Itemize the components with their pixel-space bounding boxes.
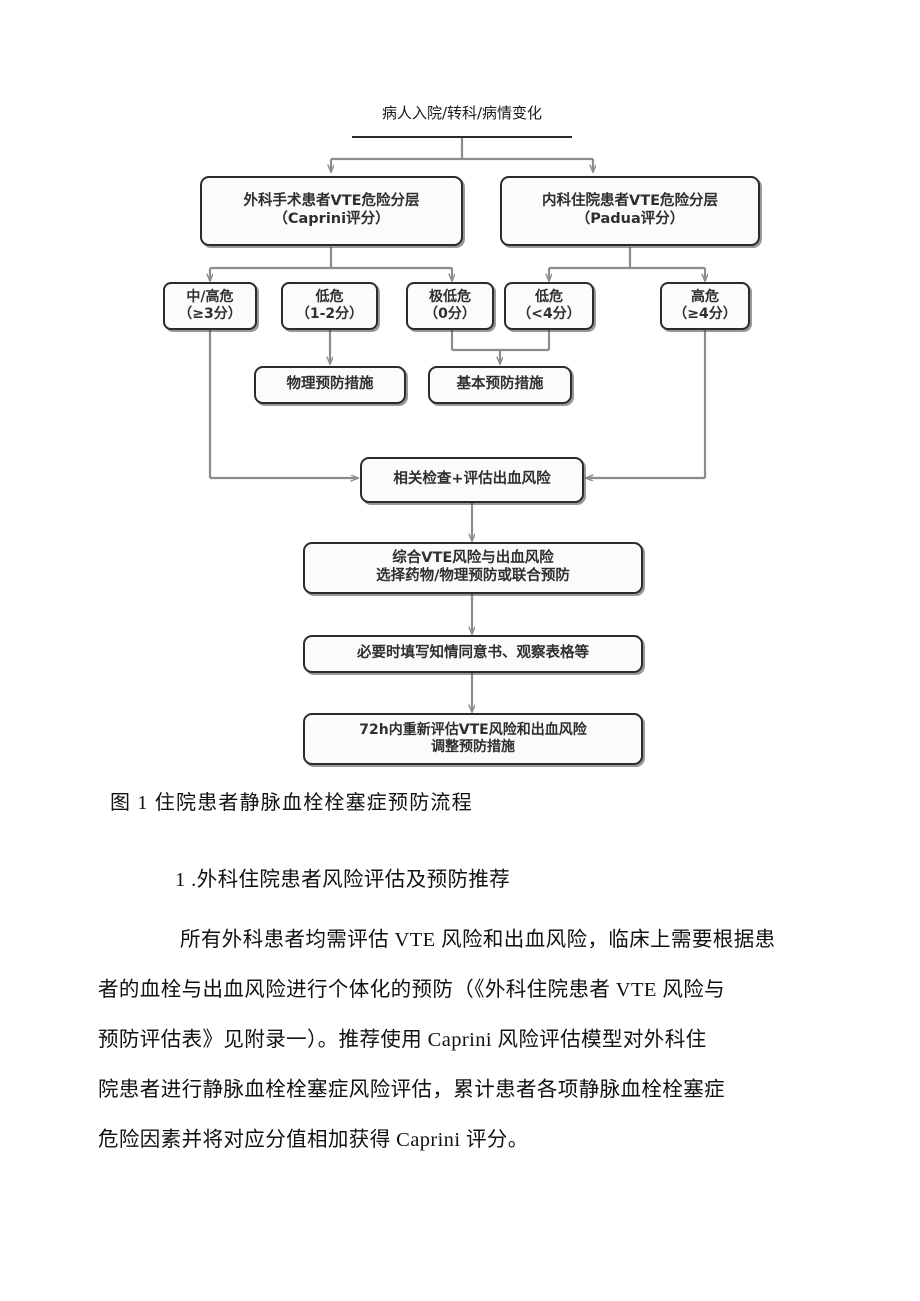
flow-node-basic-prophylaxis[interactable]: 基本预防措施	[428, 366, 572, 404]
flow-node-reassessment[interactable]: 72h内重新评估VTE风险和出血风险 调整预防措施	[303, 713, 643, 765]
flow-node-basic-prophylaxis-label: 基本预防措施	[456, 376, 544, 393]
flow-node-start-label: 病人入院/转科/病情变化	[381, 104, 543, 122]
flow-node-medical-stratification[interactable]: 内科住院患者VTE危险分层 （Padua评分）	[500, 176, 760, 246]
flowchart-connectors	[0, 137, 920, 790]
flow-node-risk-moderate-high[interactable]: 中/高危 （≥3分）	[163, 282, 257, 330]
flowchart: 病人入院/转科/病情变化 外科手术患者VTE危险分层 （Caprini评分） 内…	[0, 104, 920, 790]
flow-node-risk-very-low[interactable]: 极低危 （0分）	[406, 282, 494, 330]
flow-node-surgical-stratification[interactable]: 外科手术患者VTE危险分层 （Caprini评分）	[200, 176, 463, 246]
flow-node-risk-high[interactable]: 高危 （≥4分）	[660, 282, 750, 330]
flow-node-consent-forms[interactable]: 必要时填写知情同意书、观察表格等	[303, 635, 643, 673]
flow-node-mechanical-prophylaxis[interactable]: 物理预防措施	[254, 366, 406, 404]
flow-node-risk-moderate-high-label: 中/高危 （≥3分）	[178, 288, 242, 322]
flow-node-risk-low-padua-label: 低危 （<4分）	[517, 288, 581, 322]
flow-node-surgical-stratification-label: 外科手术患者VTE危险分层 （Caprini评分）	[243, 193, 420, 227]
flow-node-start[interactable]: 病人入院/转科/病情变化	[352, 104, 572, 138]
section-heading: 1 .外科住院患者风险评估及预防推荐	[175, 869, 511, 891]
figure-caption: 图 1 住院患者静脉血栓栓塞症预防流程	[110, 792, 473, 814]
flow-node-medical-stratification-label: 内科住院患者VTE危险分层 （Padua评分）	[541, 193, 719, 227]
paragraph-line-2: 者的血栓与出血风险进行个体化的预防（《外科住院患者 VTE 风险与	[98, 979, 726, 1001]
flow-node-risk-high-label: 高危 （≥4分）	[673, 288, 737, 322]
flow-node-risk-low-padua[interactable]: 低危 （<4分）	[504, 282, 594, 330]
flow-node-risk-very-low-label: 极低危 （0分）	[424, 288, 476, 322]
flow-node-bleeding-assessment-label: 相关检查+评估出血风险	[393, 471, 551, 488]
flow-node-combined-decision[interactable]: 综合VTE风险与出血风险 选择药物/物理预防或联合预防	[303, 542, 643, 594]
flow-node-consent-forms-label: 必要时填写知情同意书、观察表格等	[357, 645, 589, 662]
flow-node-combined-decision-label: 综合VTE风险与出血风险 选择药物/物理预防或联合预防	[376, 550, 570, 584]
flow-node-reassessment-label: 72h内重新评估VTE风险和出血风险 调整预防措施	[359, 721, 587, 755]
paragraph-line-4: 院患者进行静脉血栓栓塞症风险评估，累计患者各项静脉血栓栓塞症	[98, 1079, 725, 1101]
paragraph-line-3: 预防评估表》见附录一）。推荐使用 Caprini 风险评估模型对外科住	[98, 1029, 707, 1051]
paragraph-line-5: 危险因素并将对应分值相加获得 Caprini 评分。	[98, 1129, 529, 1151]
paragraph-line-1: 所有外科患者均需评估 VTE 风险和出血风险，临床上需要根据患	[180, 929, 776, 951]
flow-node-bleeding-assessment[interactable]: 相关检查+评估出血风险	[360, 457, 584, 503]
flow-node-mechanical-prophylaxis-label: 物理预防措施	[286, 376, 374, 393]
flow-node-risk-low-caprini-label: 低危 （1-2分）	[295, 288, 364, 322]
flow-node-risk-low-caprini[interactable]: 低危 （1-2分）	[281, 282, 378, 330]
